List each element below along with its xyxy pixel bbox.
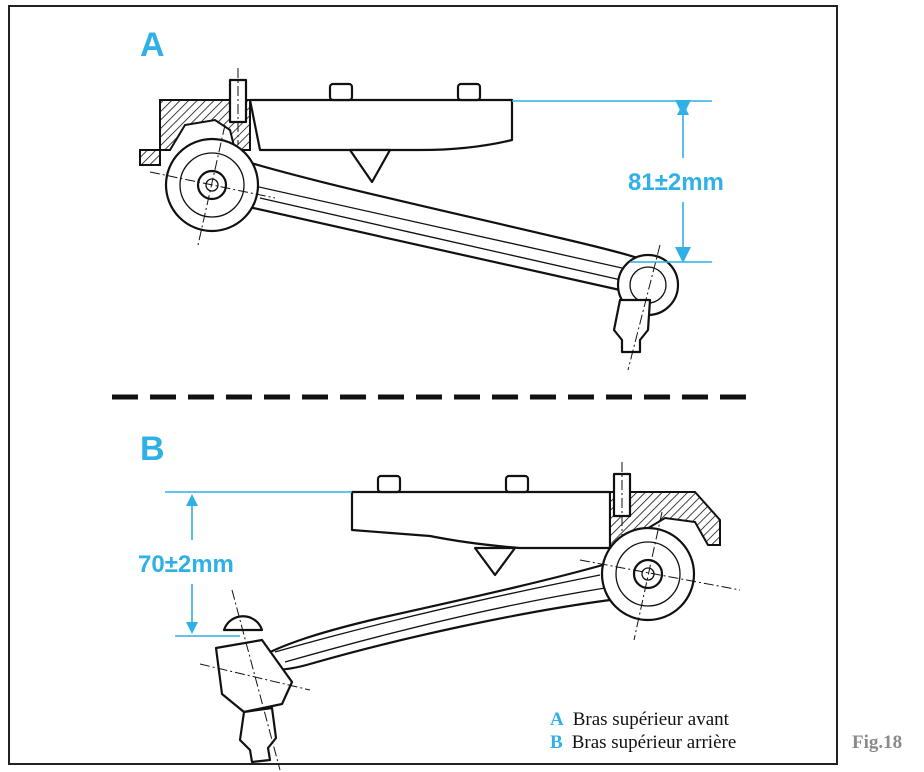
legend-item-b: B Bras supérieur arrière	[550, 732, 736, 753]
legend-key-b: B	[550, 732, 563, 753]
label-b: B	[140, 430, 165, 468]
figure-label: Fig.18	[852, 732, 902, 753]
legend-item-a: A Bras supérieur avant	[550, 709, 730, 730]
dimension-b: 70±2mm	[138, 491, 352, 637]
arm-b-drawing	[199, 462, 741, 771]
dimension-b-label: 70±2mm	[138, 551, 234, 578]
legend-text-a: Bras supérieur avant	[573, 709, 730, 730]
legend: A Bras supérieur avant B Bras supérieur …	[550, 709, 736, 753]
dimension-a-label: 81±2mm	[628, 169, 724, 196]
legend-key-a: A	[550, 709, 564, 730]
legend-text-b: Bras supérieur arrière	[572, 732, 737, 753]
arm-a-drawing	[139, 68, 680, 371]
label-a: A	[140, 26, 165, 64]
dimension-a: 81±2mm	[512, 100, 724, 263]
